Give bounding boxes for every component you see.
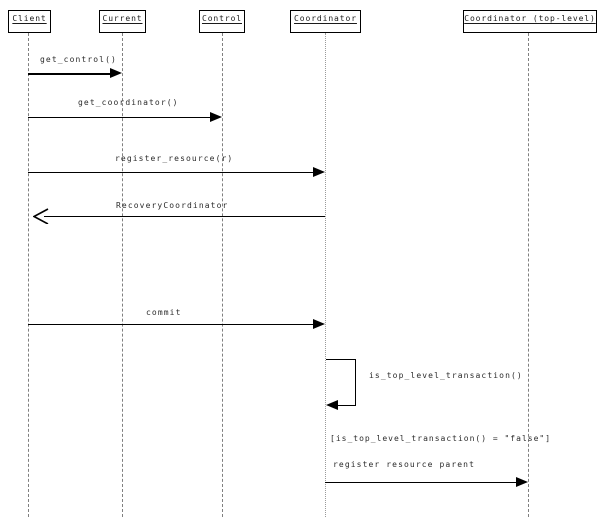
guard-condition-is-top-level-transaction-false: [is_top_level_transaction() = "false"] bbox=[330, 434, 552, 443]
message-label-register-resource-parent: register resource parent bbox=[333, 460, 475, 469]
participant-label-coordinator-top-level: Coordinator (top-level) bbox=[464, 14, 596, 23]
self-call-line-right-is-top-level-transaction bbox=[355, 359, 356, 405]
self-call-line-top-is-top-level-transaction[interactable] bbox=[326, 359, 356, 360]
message-arrowhead-recovery-coordinator bbox=[33, 208, 49, 224]
lifeline-stem-current bbox=[122, 33, 123, 517]
self-call-label-is-top-level-transaction: is_top_level_transaction() bbox=[369, 371, 523, 380]
participant-label-control: Control bbox=[201, 14, 242, 23]
message-arrowhead-register-resource-parent bbox=[516, 477, 528, 487]
message-line-commit[interactable] bbox=[28, 324, 314, 325]
participant-box-current[interactable]: Current bbox=[99, 10, 146, 33]
message-line-get-control[interactable] bbox=[28, 73, 111, 75]
participant-box-control[interactable]: Control bbox=[199, 10, 245, 33]
message-label-register-resource: register_resource(r) bbox=[115, 154, 234, 163]
lifeline-stem-control bbox=[222, 33, 223, 517]
message-arrowhead-get-control bbox=[110, 68, 122, 78]
participant-label-coordinator: Coordinator bbox=[294, 14, 357, 23]
participant-box-coordinator[interactable]: Coordinator bbox=[290, 10, 361, 33]
message-arrowhead-register-resource bbox=[313, 167, 325, 177]
message-label-get-control: get_control() bbox=[40, 55, 117, 64]
message-line-get-coordinator[interactable] bbox=[28, 117, 211, 118]
lifeline-stem-coordinator-top-level bbox=[528, 33, 529, 517]
message-label-get-coordinator: get_coordinator() bbox=[78, 98, 179, 107]
participant-label-current: Current bbox=[102, 14, 143, 23]
lifeline-stem-coordinator bbox=[325, 33, 326, 517]
message-line-register-resource-parent[interactable] bbox=[325, 482, 517, 483]
participant-box-coordinator-top-level[interactable]: Coordinator (top-level) bbox=[463, 10, 597, 33]
self-call-line-bottom-is-top-level-transaction[interactable] bbox=[338, 405, 356, 406]
message-label-recovery-coordinator: RecoveryCoordinator bbox=[116, 201, 229, 210]
self-call-arrowhead-is-top-level-transaction bbox=[326, 400, 338, 410]
message-line-register-resource[interactable] bbox=[28, 172, 314, 173]
message-arrowhead-get-coordinator bbox=[210, 112, 222, 122]
lifeline-stem-client bbox=[28, 33, 29, 517]
participant-label-client: Client bbox=[12, 14, 47, 23]
message-label-commit: commit bbox=[146, 308, 182, 317]
message-line-recovery-coordinator[interactable] bbox=[44, 216, 325, 217]
participant-box-client[interactable]: Client bbox=[8, 10, 51, 33]
message-arrowhead-commit bbox=[313, 319, 325, 329]
